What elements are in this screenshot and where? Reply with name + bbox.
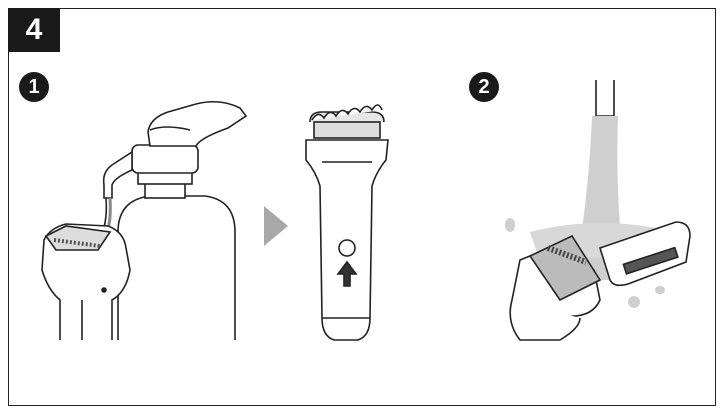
- trimmer-head-icon: [41, 223, 131, 340]
- substep-1-badge: 1: [19, 72, 49, 102]
- trimmer-under-water: [509, 234, 602, 341]
- substep-2-badge: 2: [469, 72, 499, 102]
- step-number-badge: 4: [8, 8, 60, 52]
- arrow-right-icon: [264, 206, 288, 246]
- detached-head-icon: [599, 221, 691, 287]
- trimmer-body-icon: [305, 104, 389, 341]
- soap-dispenser-icon: [102, 100, 248, 340]
